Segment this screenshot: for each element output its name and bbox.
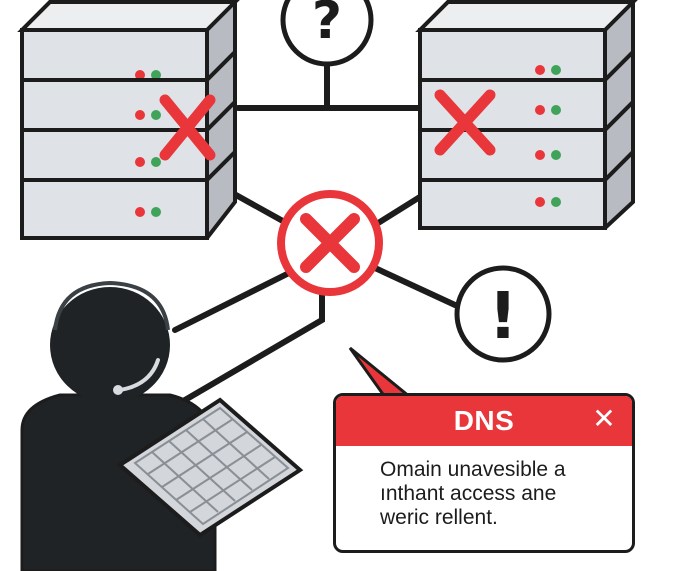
dialog-title: DNS	[453, 405, 515, 436]
server-failure-cross-icon	[159, 94, 216, 161]
server-unit	[418, 97, 635, 182]
warning-icon: !	[454, 265, 552, 363]
server-unit	[20, 147, 237, 240]
link-hub-user-lower	[182, 287, 325, 403]
link-hub-warning	[372, 265, 458, 308]
link-question-bar	[235, 59, 423, 111]
left-server-rack	[17, 0, 240, 240]
dialog-message-line: weric rellent.	[380, 506, 498, 529]
server-unit	[415, 0, 638, 82]
user-avatar-icon	[20, 280, 304, 571]
server-failure-cross-icon	[434, 89, 496, 156]
link-hub-user-upper	[172, 267, 298, 333]
server-unit	[17, 0, 240, 82]
question-icon: ?	[280, 0, 374, 67]
server-unit	[418, 147, 635, 230]
question-glyph: ?	[312, 0, 342, 51]
right-server-rack	[415, 0, 638, 230]
warning-glyph: !	[488, 280, 517, 354]
dialog-message: Omain unavesible a ınthant access ane we…	[336, 446, 632, 530]
keyboard-icon	[116, 397, 304, 538]
dialog-message-line: ınthant access ane	[380, 482, 557, 505]
error-hub-icon	[277, 190, 383, 296]
dialog-message-line: Omain unavesible a	[380, 458, 566, 481]
dialog-tail	[348, 346, 415, 399]
dialog-header: DNS ✕	[336, 396, 632, 446]
close-icon[interactable]: ✕	[592, 403, 616, 434]
dns-error-dialog: DNS ✕ Omain unavesible a ınthant access …	[333, 393, 635, 553]
